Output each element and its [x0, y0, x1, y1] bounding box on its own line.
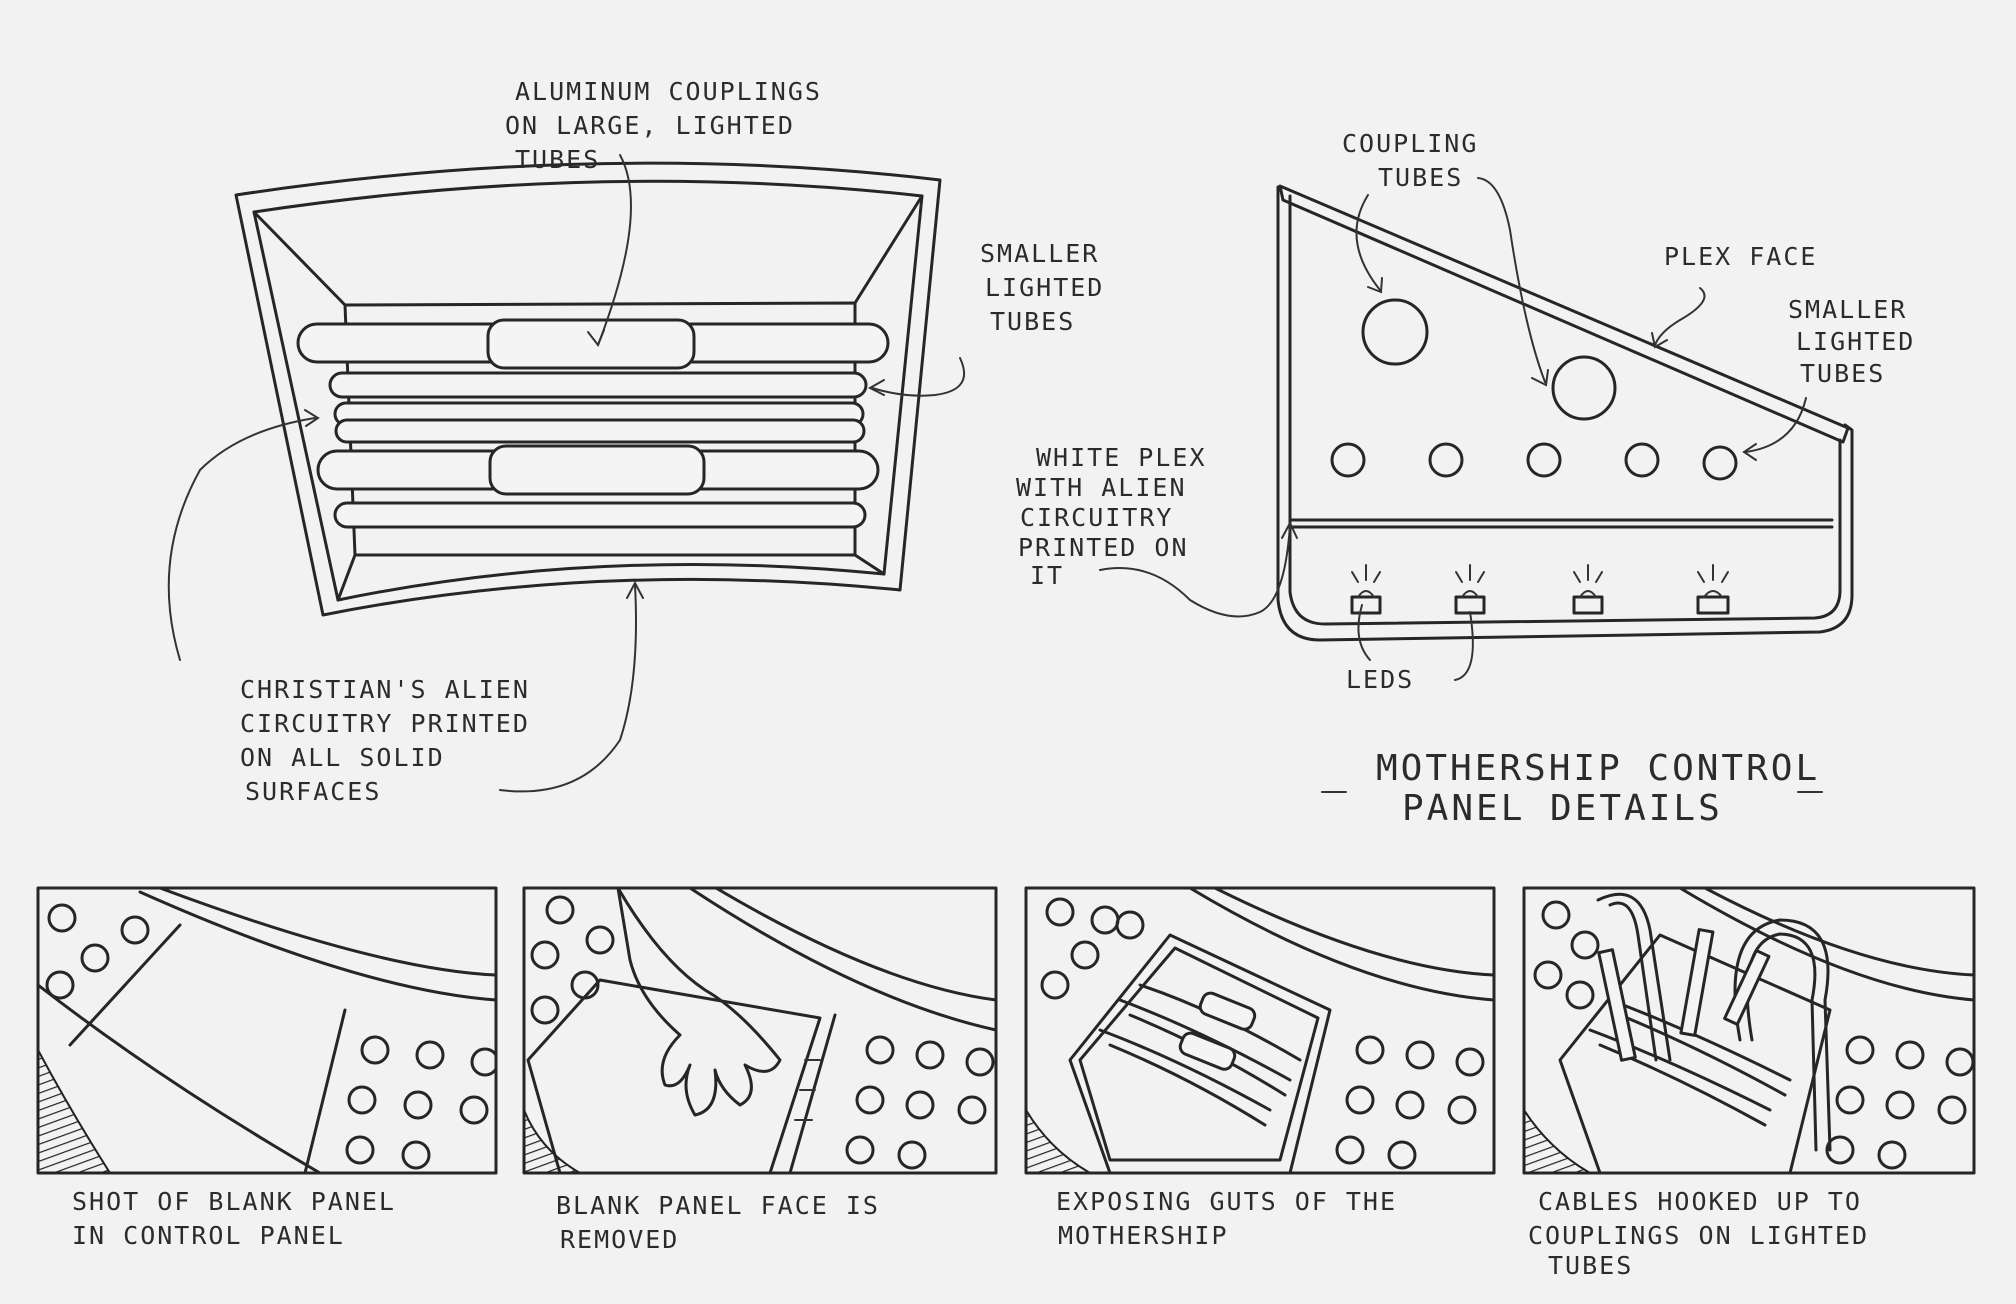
svg-text:ON ALL SOLID: ON ALL SOLID — [240, 743, 445, 772]
note-leds: LEDS — [1346, 665, 1414, 694]
caption-frame-3: EXPOSING GUTS OF THE — [1056, 1187, 1397, 1216]
front-panel-drawing — [167, 154, 965, 793]
smaller-lighted-tubes — [328, 371, 868, 529]
svg-text:LIGHTED: LIGHTED — [985, 273, 1104, 302]
storyboard-frame-2 — [522, 886, 998, 1175]
svg-text:CIRCUITRY: CIRCUITRY — [1020, 503, 1173, 532]
svg-text:MOTHERSHIP: MOTHERSHIP — [1058, 1221, 1229, 1250]
note-aluminum-couplings: ALUMINUM COUPLINGS — [515, 77, 822, 106]
svg-text:CIRCUITRY PRINTED: CIRCUITRY PRINTED — [240, 709, 530, 738]
small-lighted-tubes-row — [1330, 442, 1738, 481]
note-smaller-lighted-tubes: SMALLER — [980, 239, 1099, 268]
note-coupling-tubes: COUPLING — [1342, 129, 1478, 158]
note-smaller-lighted-tubes-side: SMALLER — [1788, 295, 1907, 324]
svg-text:IN CONTROL PANEL: IN CONTROL PANEL — [72, 1221, 345, 1250]
coupling-tubes — [1361, 298, 1617, 421]
front-view-labels: ALUMINUM COUPLINGS ON LARGE, LIGHTED TUB… — [240, 77, 1104, 806]
aluminum-couplings — [486, 318, 706, 496]
title-line-2: PANEL DETAILS — [1402, 788, 1723, 829]
svg-text:COUPLINGS ON LIGHTED: COUPLINGS ON LIGHTED — [1528, 1221, 1869, 1250]
svg-text:PRINTED ON: PRINTED ON — [1018, 533, 1189, 562]
note-plex-face: PLEX FACE — [1664, 242, 1817, 271]
svg-text:REMOVED: REMOVED — [560, 1225, 679, 1254]
svg-text:LIGHTED: LIGHTED — [1796, 327, 1915, 356]
leds — [1350, 564, 1730, 615]
caption-frame-4: CABLES HOOKED UP TO — [1538, 1187, 1862, 1216]
sheet-title: MOTHERSHIP CONTROL PANEL DETAILS — [1321, 748, 1823, 829]
svg-text:IT: IT — [1030, 561, 1064, 590]
storyboard-frame-1 — [36, 886, 498, 1175]
note-white-plex: WHITE PLEX — [1036, 443, 1207, 472]
storyboard-captions: SHOT OF BLANK PANEL IN CONTROL PANEL BLA… — [72, 1187, 1869, 1280]
storyboard-frame-3 — [1024, 886, 1496, 1175]
svg-text:ON LARGE, LIGHTED: ON LARGE, LIGHTED — [505, 111, 795, 140]
caption-frame-2: BLANK PANEL FACE IS — [556, 1191, 880, 1220]
svg-text:SURFACES: SURFACES — [245, 777, 381, 806]
storyboard-strip: SHOT OF BLANK PANEL IN CONTROL PANEL BLA… — [36, 886, 1976, 1280]
svg-text:TUBES: TUBES — [990, 307, 1075, 336]
svg-text:TUBES: TUBES — [1800, 359, 1885, 388]
storyboard-frame-4 — [1522, 886, 1976, 1175]
svg-text:TUBES: TUBES — [1378, 163, 1463, 192]
side-view-labels: COUPLING TUBES PLEX FACE SMALLER LIGHTED… — [1016, 129, 1915, 694]
title-line-1: MOTHERSHIP CONTROL — [1376, 748, 1820, 789]
note-alien-circuitry: CHRISTIAN'S ALIEN — [240, 675, 530, 704]
side-panel-drawing — [1099, 177, 1854, 681]
svg-text:TUBES: TUBES — [1548, 1251, 1633, 1280]
svg-text:WITH ALIEN: WITH ALIEN — [1016, 473, 1187, 502]
caption-frame-1: SHOT OF BLANK PANEL — [72, 1187, 396, 1216]
svg-text:TUBES: TUBES — [515, 145, 600, 174]
